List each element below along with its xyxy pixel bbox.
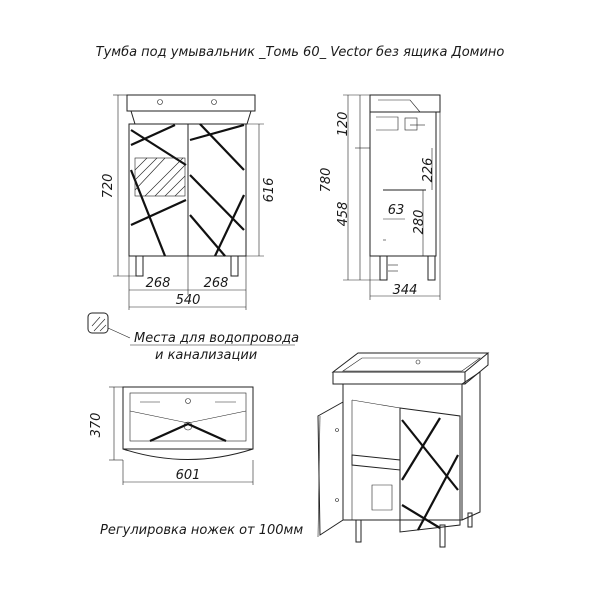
right-door xyxy=(399,407,461,533)
dim-left-door-width: 268 xyxy=(146,276,171,291)
perspective-view xyxy=(317,352,490,548)
drawing-title: Тумба под умывальник _Томь 60_ Vector бе… xyxy=(96,45,505,60)
dim-side-top: 120 xyxy=(336,112,351,137)
right-door-pattern xyxy=(401,417,459,531)
shelf-hatch xyxy=(134,157,186,197)
dim-shelf-offset: 63 xyxy=(388,203,405,218)
dim-shelf-height: 280 xyxy=(412,210,427,235)
dim-front-width: 540 xyxy=(176,293,201,308)
legend-line-1: Места для водопровода xyxy=(134,331,299,346)
left-door xyxy=(317,401,344,536)
dim-front-body-height: 616 xyxy=(262,178,277,203)
footer-note: Регулировка ножек от 100мм xyxy=(100,523,303,538)
dim-side-lower: 458 xyxy=(336,202,351,227)
pipe-location-symbol xyxy=(87,312,109,334)
dim-side-mid: 226 xyxy=(421,158,436,183)
side-view: 120 780 226 458 280 63 344 xyxy=(319,94,441,300)
dim-side-height: 780 xyxy=(319,168,334,193)
door-pattern-right xyxy=(189,123,245,257)
top-view: 370 601 xyxy=(89,386,254,485)
front-view: 720 616 268 268 540 xyxy=(101,94,277,310)
dim-top-depth: 370 xyxy=(89,413,104,438)
legend: Места для водопровода и канализации xyxy=(87,312,299,363)
dim-right-door-width: 268 xyxy=(204,276,229,291)
dim-top-width: 601 xyxy=(176,468,201,483)
dim-front-height: 720 xyxy=(101,174,116,199)
dim-side-depth: 344 xyxy=(393,283,418,298)
legend-line-2: и канализации xyxy=(155,348,257,363)
door-pattern-left xyxy=(129,123,187,257)
